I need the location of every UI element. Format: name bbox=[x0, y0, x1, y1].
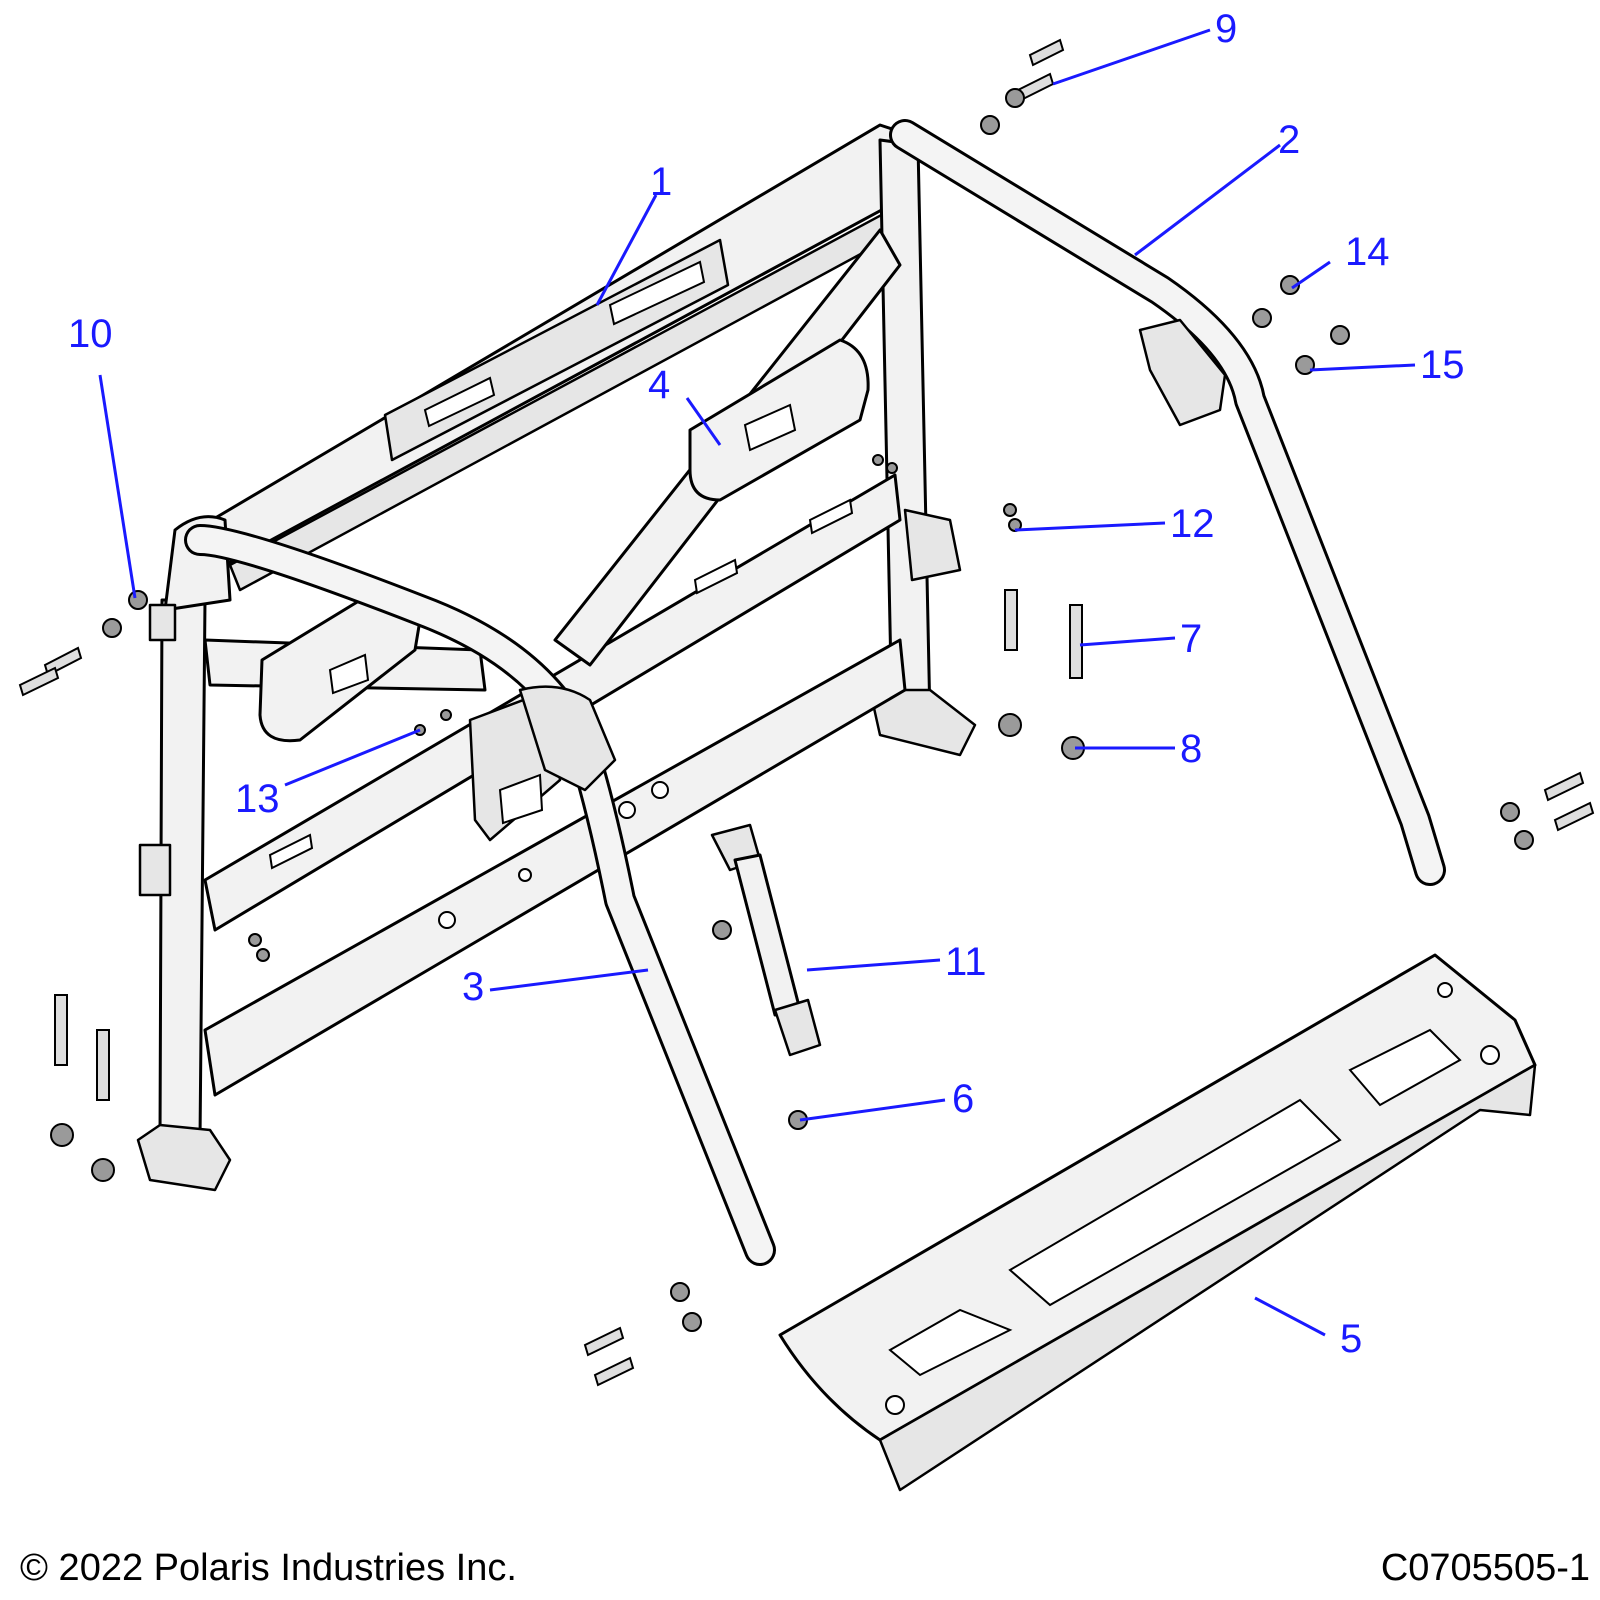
nut-icon bbox=[1514, 830, 1534, 850]
rivet-icon bbox=[872, 454, 884, 466]
figure-id: C0705505-1 bbox=[1381, 1547, 1590, 1589]
upper-cover-panel bbox=[688, 338, 870, 502]
callout-12: 12 bbox=[1170, 502, 1215, 546]
nut-icon bbox=[128, 590, 148, 610]
nut-icon bbox=[1252, 308, 1272, 328]
callout-14: 14 bbox=[1345, 230, 1390, 274]
nut-icon bbox=[1005, 88, 1025, 108]
callout-13: 13 bbox=[235, 777, 280, 821]
callout-5: 5 bbox=[1340, 1317, 1362, 1361]
bolt-icon bbox=[96, 1029, 110, 1101]
callout-15: 15 bbox=[1420, 343, 1465, 387]
bolt-icon bbox=[583, 1326, 625, 1357]
callout-9: 9 bbox=[1215, 7, 1237, 51]
nut-icon bbox=[670, 1282, 690, 1302]
nut-icon bbox=[712, 920, 732, 940]
callout-10: 10 bbox=[68, 312, 113, 356]
callout-1: 1 bbox=[650, 160, 672, 204]
bolt-icon bbox=[1016, 38, 1065, 102]
nut-icon bbox=[980, 115, 1000, 135]
copyright-text: © 2022 Polaris Industries Inc. bbox=[20, 1547, 517, 1589]
rivet-icon bbox=[886, 462, 898, 474]
bolt-icon bbox=[593, 1356, 635, 1387]
callout-6: 6 bbox=[952, 1077, 974, 1121]
callout-4: 4 bbox=[648, 363, 670, 407]
rear-panel bbox=[778, 953, 1537, 1492]
plug-icon bbox=[50, 1123, 74, 1147]
callout-7: 7 bbox=[1180, 617, 1202, 661]
bolt-icon bbox=[1004, 589, 1018, 651]
bolt-icon bbox=[18, 666, 60, 697]
rivet-icon bbox=[248, 933, 262, 947]
plug-icon bbox=[998, 713, 1022, 737]
callout-11: 11 bbox=[945, 940, 987, 984]
nut-icon bbox=[1330, 325, 1350, 345]
rivet-icon bbox=[440, 709, 452, 721]
bolt-icon bbox=[1553, 801, 1595, 832]
rear-roll-bar bbox=[889, 119, 1446, 886]
plug-icon bbox=[91, 1158, 115, 1182]
callout-2: 2 bbox=[1278, 118, 1300, 162]
support-strap bbox=[710, 823, 822, 1057]
bolt-icon bbox=[1543, 771, 1585, 802]
rivet-icon bbox=[256, 948, 270, 962]
callout-3: 3 bbox=[462, 965, 484, 1009]
leader-lines bbox=[98, 28, 1416, 1337]
front-roll-bar bbox=[184, 524, 776, 1266]
bolt-icon bbox=[54, 994, 68, 1066]
nut-icon bbox=[682, 1312, 702, 1332]
callout-labels: 1 2 3 4 5 6 7 8 9 10 11 12 13 14 15 bbox=[68, 7, 1465, 1361]
bolt-icon bbox=[1069, 604, 1083, 679]
callout-8: 8 bbox=[1180, 727, 1202, 771]
rivet-icon bbox=[1003, 503, 1017, 517]
nut-icon bbox=[1295, 355, 1315, 375]
nut-icon bbox=[102, 618, 122, 638]
rivet-icon bbox=[1008, 518, 1022, 532]
nut-icon bbox=[1500, 802, 1520, 822]
